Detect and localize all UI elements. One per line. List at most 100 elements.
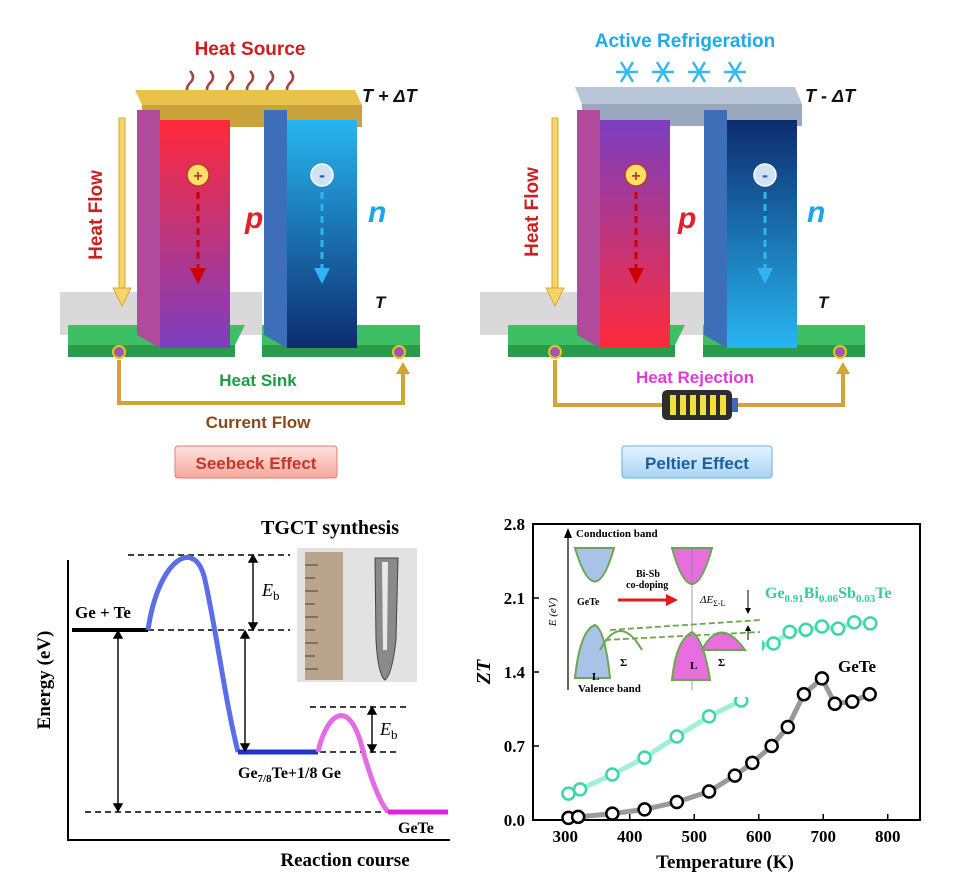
hot-temperature-label: T + ΔT [362, 86, 419, 106]
y-tick-label: 2.8 [504, 515, 525, 534]
minus-sign: - [762, 165, 768, 185]
shadow [670, 292, 705, 335]
seebeck-heat-source-label: Heat Source [195, 39, 306, 60]
arrow-head-icon [836, 362, 850, 374]
active-refrigeration-label: Active Refrigeration [595, 31, 776, 52]
energy-axis-label: Energy (eV) [34, 631, 55, 730]
data-point [701, 709, 717, 724]
circuit-wire [737, 372, 845, 407]
data-point [572, 782, 588, 797]
heat-flow-label: Heat Flow [86, 170, 107, 260]
peltier-panel: Active Refrigeration T - ΔT T + - p n [480, 31, 865, 479]
delta-e-label: ΔEΣ-L [699, 594, 726, 608]
cold-temperature-label: T [375, 293, 387, 312]
conduction-band-label: Conduction band [576, 528, 658, 540]
reaction-course-label: Reaction course [280, 850, 409, 871]
inset-sigma-label: Σ [718, 657, 725, 669]
data-point [637, 750, 652, 765]
series-line [568, 674, 871, 821]
data-point [814, 671, 830, 686]
peltier-effect-badge [621, 445, 773, 479]
data-point [605, 767, 620, 782]
band-structure-inset: E (eV) Conduction band Valence band GeTe… [547, 527, 762, 697]
x-tick-label: 800 [875, 827, 901, 846]
shadow [230, 292, 262, 335]
y-ticks: 0.00.71.42.12.8 [504, 515, 539, 830]
minus-sign: - [319, 165, 325, 185]
hole-icon [624, 163, 648, 187]
inset-e-label: E (eV) [547, 597, 559, 627]
base-temperature-label: T [818, 293, 830, 312]
energy-axes [67, 560, 450, 841]
barrier-1-curve [145, 555, 241, 753]
inset-sigma-label: Σ [620, 657, 627, 669]
arrow-head-icon [112, 287, 132, 308]
p-leg-side [577, 110, 600, 348]
arrow-head-icon [314, 268, 330, 284]
heat-flow-arrow [118, 117, 126, 291]
tgct-synthesis-title: TGCT synthesis [261, 517, 399, 539]
heat-rejection-label: Heat Rejection [636, 368, 754, 387]
data-point [863, 616, 878, 631]
terminal-icon [548, 345, 562, 359]
energy-arrows [112, 553, 378, 813]
hot-plate [135, 90, 362, 105]
data-point [637, 802, 652, 817]
inset-gete-label: GeTe [577, 597, 600, 608]
gete-series-label: GeTe [838, 657, 877, 676]
data-point [782, 624, 797, 640]
arrow-head-icon [666, 594, 678, 606]
cold-side-temperature-label: T - ΔT [805, 86, 857, 106]
current-flow-label: Current Flow [206, 413, 312, 432]
data-point [862, 686, 877, 702]
doping-label-1: Bi-Sb [636, 569, 660, 580]
seebeck-effect-label: Seebeck Effect [196, 454, 317, 473]
data-point [814, 619, 830, 634]
data-point [830, 621, 846, 636]
data-point [798, 622, 814, 637]
energy-diagram: Energy (eV) Reaction course TGCT synthes… [34, 517, 450, 871]
terminal-icon [112, 345, 126, 359]
arrow-head-icon [757, 268, 773, 284]
x-tick-label: 300 [553, 827, 579, 846]
cold-plate [575, 87, 802, 104]
valence-band-label: Valence band [578, 683, 641, 695]
data-point [561, 786, 576, 801]
data-point [846, 615, 862, 630]
n-leg-side [704, 110, 727, 348]
data-point [605, 806, 620, 821]
data-point [827, 696, 843, 711]
electron-icon [310, 163, 334, 187]
p-leg-side [137, 110, 160, 348]
seebeck-panel: Heat Source T + ΔT T + [60, 39, 420, 479]
heat-sink-label: Heat Sink [219, 371, 297, 390]
x-tick-label: 400 [617, 827, 643, 846]
inset-l-label: L [690, 660, 697, 672]
temperature-axis-label: Temperature (K) [656, 852, 794, 873]
terminal-icon [833, 345, 847, 359]
x-ticks: 300 400 500 600 700 800 [553, 814, 901, 846]
doping-label-2: co-doping [626, 580, 668, 591]
p-type-leg [160, 120, 230, 348]
intermediate-state-label: Ge7/8Te+1/8 Ge [238, 765, 341, 785]
x-tick-label: 500 [682, 827, 708, 846]
data-point [727, 768, 743, 783]
battery-icon [662, 390, 738, 420]
arrow-head-icon [396, 362, 410, 374]
x-tick-label: 700 [811, 827, 837, 846]
sample-photo [297, 548, 417, 682]
data-point [745, 755, 760, 771]
snowflake-icons [616, 61, 746, 83]
current-wire [117, 360, 405, 405]
data-point [701, 784, 717, 799]
p-label: p [677, 202, 696, 235]
eb-label: Eb [261, 580, 280, 603]
plus-sign: + [631, 168, 640, 185]
eb-label: Eb [379, 719, 398, 742]
hole-icon [186, 163, 210, 187]
arrow-head-icon [190, 268, 206, 284]
data-point [780, 719, 796, 735]
x-tick-label: 600 [746, 827, 772, 846]
final-state-label: GeTe [398, 820, 434, 837]
p-label: p [244, 202, 263, 235]
